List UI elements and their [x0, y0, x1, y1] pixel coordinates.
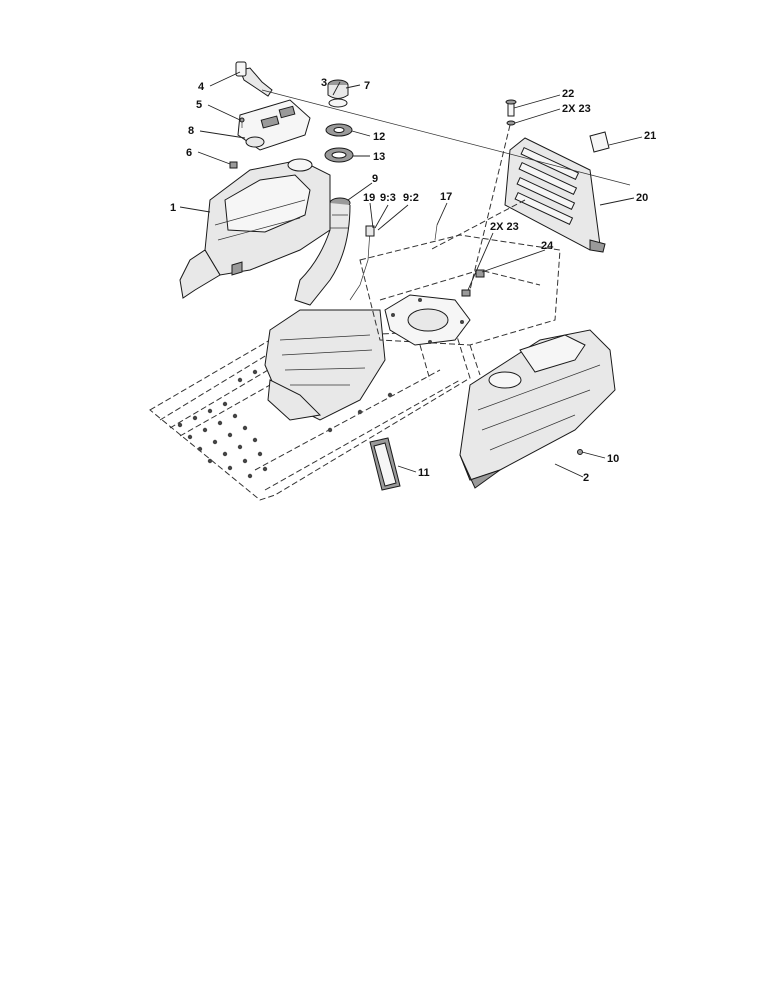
part-19-hose	[349, 225, 375, 301]
part-17-pin	[434, 224, 438, 241]
part-21-label	[589, 131, 610, 153]
leader-lines	[179, 71, 643, 478]
gasket-plate	[384, 294, 471, 346]
callout-9-3: 9:3	[380, 192, 396, 204]
callout-13: 13	[373, 151, 385, 163]
callout-labels: 4 3 7 5 8 6 1 12 13 9 19 9:3 9:2 17 22 2…	[170, 77, 656, 484]
callout-17: 17	[440, 191, 452, 203]
alignment-line-dashed	[469, 124, 511, 291]
callout-2x23-mid: 2X 23	[490, 221, 519, 233]
part-7-fuel-cap	[327, 79, 349, 99]
callout-2x23-top: 2X 23	[562, 103, 591, 115]
alignment-line	[261, 89, 631, 186]
callout-8: 8	[188, 125, 194, 137]
part-20-bracket	[504, 137, 606, 253]
callout-11: 11	[418, 467, 430, 479]
floor-pan	[149, 329, 471, 501]
part-23-washer-top	[506, 120, 516, 126]
part-8-top-plate	[237, 99, 311, 151]
callout-9-2: 9:2	[403, 192, 419, 204]
callout-3: 3	[321, 77, 327, 89]
part-23-washer-mid	[461, 289, 471, 297]
callout-1: 1	[170, 202, 176, 214]
part-11-cover-plate	[369, 437, 401, 491]
callout-12: 12	[373, 131, 385, 143]
callout-7: 7	[364, 80, 370, 92]
callout-20: 20	[636, 192, 648, 204]
part-9-filler-neck	[294, 197, 351, 306]
part-2-right-fender	[459, 329, 616, 489]
center-tunnel	[264, 309, 386, 421]
callout-4: 4	[198, 81, 205, 93]
callout-10: 10	[607, 453, 619, 465]
part-3-cap-base	[328, 98, 348, 108]
callout-2: 2	[583, 472, 589, 484]
floor-pan-holes	[177, 369, 393, 479]
part-13-ring	[324, 147, 354, 163]
part-12-ring	[325, 123, 353, 137]
part-10-screw	[577, 449, 583, 455]
part-24-nut	[475, 269, 485, 278]
callout-19: 19	[363, 192, 375, 204]
part-1-left-fender	[179, 158, 331, 299]
part-22-bolt	[505, 99, 517, 117]
callout-5: 5	[196, 99, 202, 111]
callout-9: 9	[372, 173, 378, 185]
callout-21: 21	[644, 130, 656, 142]
callout-6: 6	[186, 147, 192, 159]
callout-22: 22	[562, 88, 574, 100]
callout-24: 24	[541, 240, 554, 252]
part-6-nut	[229, 161, 238, 169]
